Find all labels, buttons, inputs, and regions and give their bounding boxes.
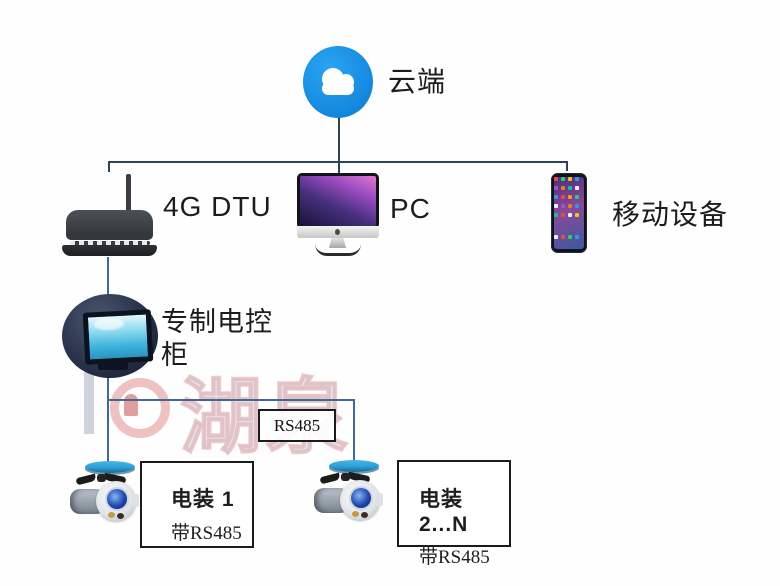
watermark-logo-icon [84, 372, 94, 434]
connector-bus-drop-mobile [566, 161, 568, 171]
actuator2-box: 电装 2...N 带RS485 [397, 460, 511, 568]
cabinet-screen-icon [82, 309, 154, 365]
dtu-label: 4G DTU [163, 191, 272, 222]
electric-actuator-icon [314, 471, 383, 527]
watermark-logo-icon [124, 394, 138, 416]
rs485-bus-label: RS485 [258, 409, 336, 442]
4g-dtu-router-icon [62, 172, 158, 258]
valve-top-icon [329, 460, 379, 472]
pc-label: PC [390, 193, 431, 224]
actuator1-box: 电装 1 带RS485 [140, 461, 254, 548]
control-cabinet-icon [62, 294, 160, 380]
connector-dtu-to-cabinet [107, 257, 109, 299]
electric-actuator-icon [70, 472, 139, 528]
actuator2-subtitle: 带RS485 [419, 547, 490, 568]
connector-bus-drop-dtu [108, 161, 110, 172]
cabinet-label: 专制电控柜 [161, 307, 273, 370]
apple-logo-icon [335, 229, 340, 235]
smartphone-icon [551, 173, 587, 253]
watermark-logo-icon [110, 378, 170, 438]
connector-cabinet-down [107, 372, 109, 467]
connector-bus-drop-pc [338, 161, 340, 173]
connector-rs485-horizontal [107, 399, 355, 401]
cloud-icon [303, 46, 373, 118]
connector-cloud-to-bus [338, 116, 340, 162]
antenna-icon [126, 174, 131, 216]
actuator2-title: 电装 2...N [419, 488, 469, 536]
app-grid-icon [554, 177, 558, 181]
actuator1-title: 电装 1 [171, 488, 235, 511]
mobile-label: 移动设备 [612, 199, 729, 230]
pc-icon [296, 172, 380, 256]
connector-rs485-drop-right [353, 399, 355, 466]
cloud-label: 云端 [388, 66, 447, 97]
valve-top-icon [85, 461, 135, 473]
actuator1-subtitle: 带RS485 [171, 523, 242, 544]
